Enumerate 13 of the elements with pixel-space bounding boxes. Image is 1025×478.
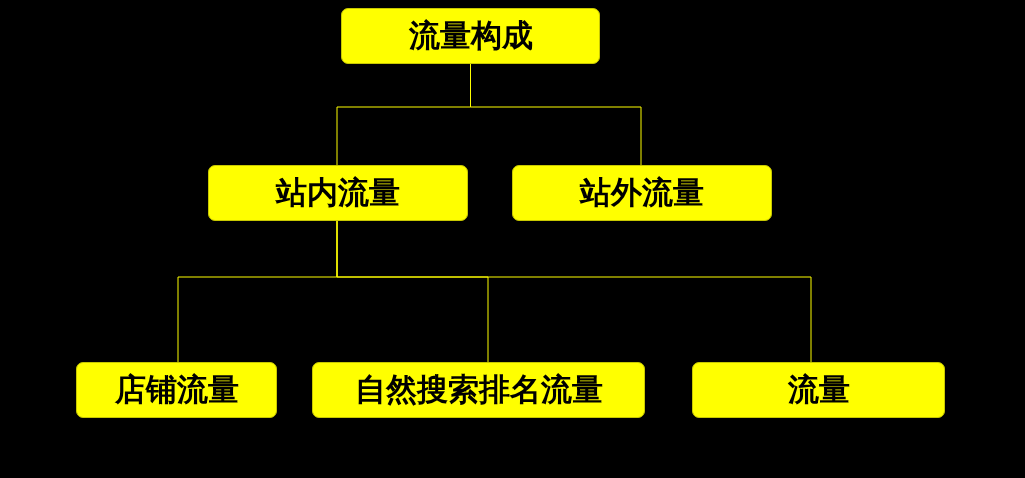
process-box [208,165,468,221]
box-label: 自然搜索排名流量 [354,370,603,409]
process-box [512,165,772,221]
box-label: 站外流量 [580,173,704,212]
box-label: 流量构成 [408,16,533,55]
process-box [312,362,645,418]
box-label: 店铺流量 [114,370,239,409]
process-box [341,8,600,64]
connector-line [336,220,812,363]
process-box [692,362,945,418]
box-label: 流量 [787,370,850,409]
process-box [76,362,277,418]
box-label: 站内流量 [276,173,400,212]
